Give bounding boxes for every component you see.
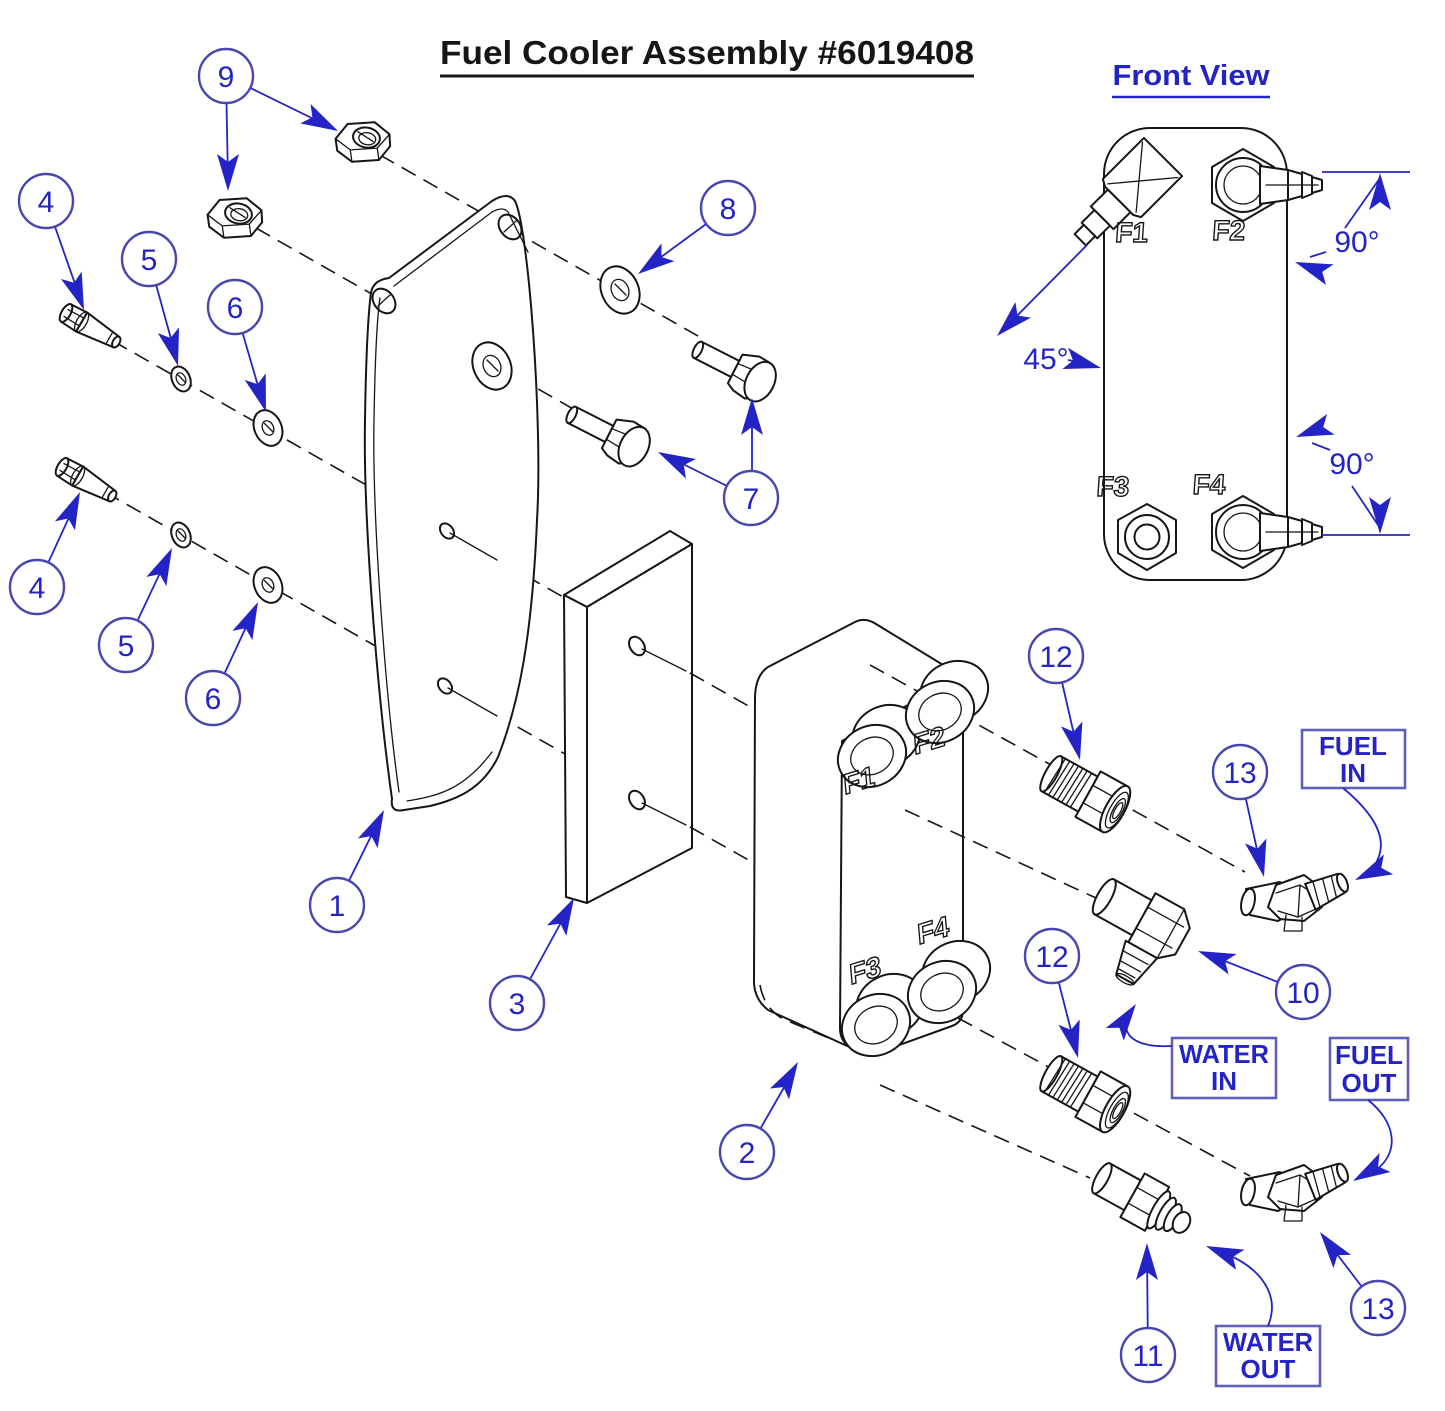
callout-12b: 12 [1023, 927, 1089, 1061]
callout-9: 9 [197, 47, 344, 191]
callout-6b: 6 [184, 597, 268, 727]
nut-9a [332, 117, 394, 167]
callout-13a: 13 [1211, 743, 1275, 880]
title-block: Fuel Cooler Assembly #6019408 [440, 34, 974, 78]
callout-12a-number: 12 [1039, 641, 1072, 674]
callout-8-number: 8 [720, 193, 737, 226]
fv-angle-45: 45° [1023, 343, 1068, 376]
fv-port-label-f3: F3 [1096, 471, 1131, 502]
bushing-12b [1032, 1047, 1138, 1138]
callouts: 9 4 5 6 4 5 6 8 7 1 3 2 12 13 10 [8, 47, 1407, 1384]
callout-2-number: 2 [739, 1137, 756, 1170]
port-f1 [836, 703, 922, 789]
fv-dim-45: 45° [989, 244, 1104, 379]
callout-6b-number: 6 [205, 683, 222, 716]
fv-port-label-f2: F2 [1211, 215, 1246, 246]
callout-10: 10 [1194, 940, 1332, 1021]
nut-9b [204, 193, 266, 243]
bolt-4b [51, 454, 122, 509]
flow-label-fuel-in: FUEL IN [1300, 728, 1407, 890]
fv-port-label-f4: F4 [1192, 469, 1227, 500]
fv-angle-90-bottom: 90° [1329, 448, 1374, 481]
front-view: Front View [989, 60, 1410, 581]
washer-6a [247, 404, 289, 452]
bracket-plate [363, 195, 540, 812]
callout-3: 3 [488, 892, 584, 1032]
water-in-line1: WATER [1179, 1039, 1269, 1069]
fuel-out-barb [1237, 1157, 1354, 1222]
callout-6a: 6 [206, 278, 277, 416]
water-out-line1: WATER [1223, 1327, 1313, 1357]
bolt-7a [683, 327, 784, 409]
fuel-in-barb [1237, 867, 1354, 932]
callout-1: 1 [308, 805, 394, 934]
callout-6a-number: 6 [227, 292, 244, 325]
callout-5b-number: 5 [118, 630, 135, 663]
port-f3 [840, 972, 926, 1058]
callout-7: 7 [653, 398, 780, 527]
fuel-out-line2: OUT [1342, 1068, 1397, 1098]
bushing-12a [1032, 747, 1138, 838]
fv-angle-90-top: 90° [1334, 226, 1379, 259]
callout-12a: 12 [1027, 627, 1091, 763]
fv-f1-fitting [1073, 136, 1184, 247]
callout-5b: 5 [97, 543, 182, 674]
port-f2 [904, 659, 990, 745]
page-title: Fuel Cooler Assembly #6019408 [440, 34, 974, 71]
bolt-4a [55, 300, 126, 355]
flow-label-fuel-out: FUEL OUT [1328, 1036, 1410, 1191]
callout-8: 8 [631, 179, 757, 283]
callout-5a-number: 5 [141, 244, 158, 277]
port-f4 [906, 939, 992, 1025]
water-in-line2: IN [1211, 1066, 1237, 1096]
callout-5a: 5 [120, 230, 189, 369]
axis-ext-2 [689, 826, 753, 863]
water-out-line2: OUT [1241, 1354, 1296, 1384]
callout-4a-number: 4 [38, 186, 55, 219]
fv-dim-90-bottom: 90° [1292, 414, 1410, 536]
fv-f4-fitting [1211, 495, 1323, 569]
washer-8a [592, 259, 648, 321]
washer-6b [247, 561, 289, 609]
fv-f3-fitting [1117, 503, 1177, 571]
callout-1-number: 1 [329, 890, 346, 923]
washer-5a [166, 362, 196, 396]
callout-7-number: 7 [743, 483, 760, 516]
callout-3-number: 3 [509, 988, 526, 1021]
washer-5b [166, 518, 196, 552]
spacer-block [563, 530, 693, 904]
axis-ext-1 [689, 672, 753, 709]
water-out-fitting [1091, 1162, 1192, 1234]
front-view-body [1103, 127, 1288, 581]
callout-2: 2 [718, 1056, 808, 1181]
exchanger-ports: F1 F2 F3 F4 [836, 659, 992, 1058]
callout-11-number: 11 [1132, 1340, 1163, 1373]
fv-f2-fitting [1211, 148, 1323, 222]
fuel-in-line1: FUEL [1319, 731, 1387, 761]
flow-label-water-in: WATER IN [1105, 997, 1278, 1100]
callout-11: 11 [1119, 1243, 1177, 1384]
front-view-title: Front View [1113, 60, 1270, 92]
fv-port-label-f1: F1 [1114, 217, 1149, 248]
flow-label-water-out: WATER OUT [1201, 1235, 1322, 1388]
callout-12b-number: 12 [1035, 941, 1068, 974]
callout-13b: 13 [1311, 1225, 1407, 1337]
callout-4a: 4 [17, 172, 95, 314]
fuel-in-line2: IN [1340, 758, 1366, 788]
plate-holes [371, 213, 523, 717]
callout-4b: 4 [8, 487, 91, 616]
bolt-7b [557, 392, 658, 474]
fv-dim-90-top: 90° [1291, 171, 1410, 285]
callout-10-number: 10 [1286, 977, 1319, 1010]
callout-13b-number: 13 [1361, 1293, 1394, 1326]
callout-4b-number: 4 [29, 572, 46, 605]
callout-9-number: 9 [218, 61, 235, 94]
water-in-elbow [1091, 878, 1191, 986]
fuel-out-line1: FUEL [1335, 1040, 1403, 1070]
callout-13a-number: 13 [1223, 757, 1256, 790]
